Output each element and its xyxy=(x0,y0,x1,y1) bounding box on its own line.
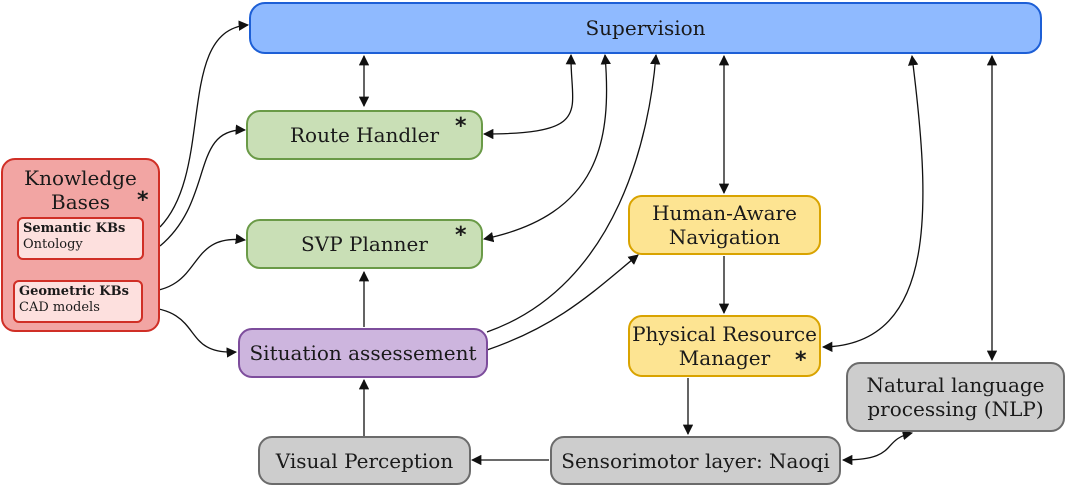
physical-resource-manager-marker: * xyxy=(795,348,807,373)
supervision-label: Supervision xyxy=(585,16,706,40)
visual-perception-label: Visual Perception xyxy=(275,448,454,473)
semantic-kb-title: Semantic KBs xyxy=(23,221,126,236)
route-handler-marker: * xyxy=(455,114,467,139)
human-aware-navigation-line1: Human-Aware xyxy=(652,201,797,225)
edge-situation-han xyxy=(486,254,639,351)
physical-resource-manager-line2: Manager xyxy=(678,346,771,370)
physical-resource-manager-node: Physical Resource Manager xyxy=(628,315,821,377)
visual-perception-node: Visual Perception xyxy=(258,436,471,485)
supervision-node: Supervision xyxy=(249,2,1042,54)
knowledge-bases-title: Knowledge Bases xyxy=(24,166,137,214)
edge-situation-supervision xyxy=(486,53,661,333)
edge-svp-supervision xyxy=(482,53,611,243)
knowledge-bases-marker: * xyxy=(137,188,149,213)
geometric-kb-subtitle: CAD models xyxy=(19,300,100,316)
svp-planner-node: SVP Planner xyxy=(246,219,483,269)
situation-assessement-label: Situation assessement xyxy=(249,341,477,365)
sensorimotor-layer-label: Sensorimotor layer: Naoqi xyxy=(561,448,830,473)
geometric-kb-title: Geometric KBs xyxy=(19,284,129,299)
edge-sensorimotor-nlp xyxy=(841,429,914,466)
semantic-kb-subtitle: Ontology xyxy=(23,237,83,253)
nlp-line1: Natural language xyxy=(866,373,1045,397)
edge-route-handler-supervision xyxy=(482,53,577,140)
svp-planner-label: SVP Planner xyxy=(301,232,428,256)
route-handler-label: Route Handler xyxy=(289,123,440,147)
knowledge-bases-line1: Knowledge xyxy=(24,166,137,190)
nlp-node: Natural language processing (NLP) xyxy=(846,362,1065,432)
edge-supervision-prm xyxy=(821,54,924,353)
svp-planner-marker: * xyxy=(455,223,467,248)
sensorimotor-layer-node: Sensorimotor layer: Naoqi xyxy=(550,436,841,485)
geometric-kb-box: Geometric KBs CAD models xyxy=(13,280,143,323)
edge-geometric-situation xyxy=(142,306,238,358)
situation-assessement-node: Situation assessement xyxy=(238,328,488,378)
nlp-line2: processing (NLP) xyxy=(867,397,1044,421)
physical-resource-manager-line1: Physical Resource xyxy=(632,322,817,346)
edge-kb-supervision xyxy=(159,20,250,228)
edge-geometric-svp xyxy=(142,233,247,293)
knowledge-bases-line2: Bases xyxy=(51,190,110,214)
human-aware-navigation-node: Human-Aware Navigation xyxy=(628,195,821,255)
edge-semantic-route-handler xyxy=(159,124,247,247)
human-aware-navigation-line2: Navigation xyxy=(668,225,781,249)
route-handler-node: Route Handler xyxy=(246,110,483,160)
semantic-kb-box: Semantic KBs Ontology xyxy=(17,217,144,260)
